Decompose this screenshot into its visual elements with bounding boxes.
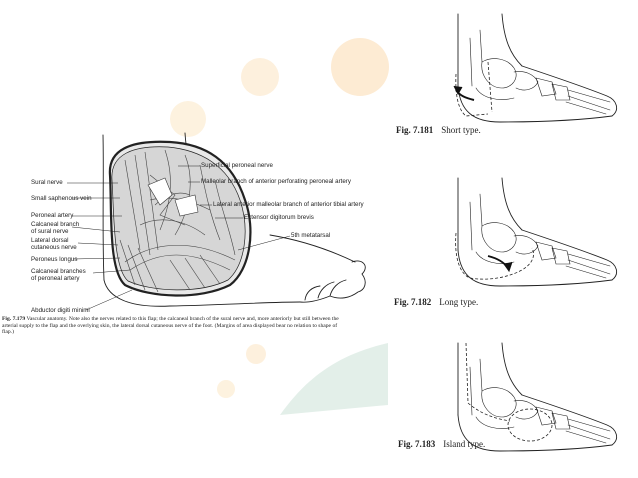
foot-long-type xyxy=(455,177,618,287)
label-calcaneal-branch-sural-1: Calcaneal branch xyxy=(31,221,80,228)
caption-fig-7-183-title: Island type. xyxy=(443,439,486,449)
label-calcaneal-branches-1: Calcaneal branches xyxy=(31,268,86,275)
label-malleolar-branch: Malleolar branch of anterior perforating… xyxy=(201,178,351,185)
caption-fig-7-181-number: Fig. 7.181 xyxy=(396,125,434,135)
label-superficial-peroneal-nerve: Superficial peroneal nerve xyxy=(201,162,273,169)
figure-caption: Fig. 7.179 Vascular anatomy. Note also t… xyxy=(2,316,347,336)
label-calcaneal-branch-sural-2: of sural nerve xyxy=(31,228,69,235)
caption-fig-7-182-title: Long type. xyxy=(439,297,479,307)
label-lateral-dorsal-1: Lateral dorsal xyxy=(31,237,69,244)
caption-number: Fig. 7.179 xyxy=(2,316,26,322)
label-abductor-digiti-minimi: Abductor digiti minimi xyxy=(31,307,90,314)
label-lateral-dorsal-2: cutaneous nerve xyxy=(31,244,77,251)
foot-island-type xyxy=(457,342,618,452)
background-circle-tiny xyxy=(246,344,266,364)
background-circle-tiny-2 xyxy=(217,380,235,398)
label-peroneus-longus: Peroneus longus xyxy=(31,256,78,263)
background-circle-small xyxy=(170,101,206,137)
label-lateral-anterior-malleolar: Lateral anterior malleolar branch of ant… xyxy=(213,201,364,208)
caption-text: Vascular anatomy. Note also the nerves r… xyxy=(2,316,339,336)
background-circle-medium xyxy=(241,58,279,96)
foot-short-type xyxy=(453,13,618,123)
caption-fig-7-183-number: Fig. 7.183 xyxy=(398,439,436,449)
caption-fig-7-183: Fig. 7.183 Island type. xyxy=(398,439,485,449)
label-small-saphenous-vein: Small saphenous vein xyxy=(31,195,92,202)
caption-fig-7-181: Fig. 7.181 Short type. xyxy=(396,125,481,135)
label-sural-nerve: Sural nerve xyxy=(31,179,63,186)
label-peroneal-artery: Peroneal artery xyxy=(31,212,74,219)
background-wedge xyxy=(280,343,388,415)
label-fifth-metatarsal: 5th metatarsal xyxy=(291,232,331,239)
background-circle-large xyxy=(331,38,389,96)
caption-fig-7-182: Fig. 7.182 Long type. xyxy=(394,297,478,307)
caption-fig-7-182-number: Fig. 7.182 xyxy=(394,297,432,307)
label-extensor-digitorum-brevis: Extensor digitorum brevis xyxy=(244,214,314,221)
caption-fig-7-181-title: Short type. xyxy=(441,125,481,135)
label-calcaneal-branches-2: of peroneal artery xyxy=(31,275,80,282)
